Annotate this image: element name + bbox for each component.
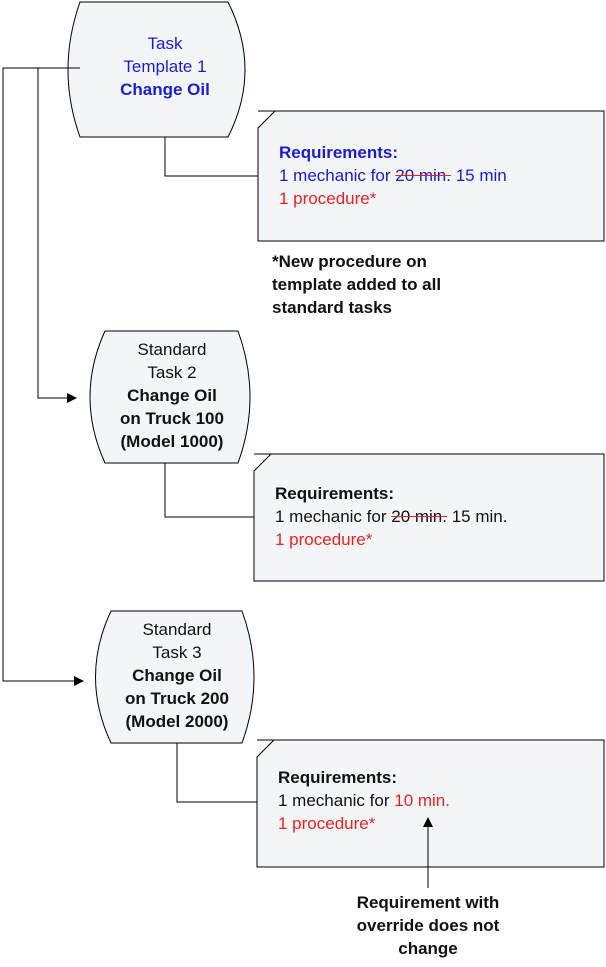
new-time: 15 min xyxy=(450,166,507,185)
note-line-1: *New procedure on xyxy=(272,252,427,271)
override-note: Requirement with override does not chang… xyxy=(334,891,522,960)
task3-line-3: Change Oil xyxy=(132,666,222,685)
requirements-3-heading: Requirements: xyxy=(278,768,398,787)
note-line-2: template added to all xyxy=(272,275,442,294)
standard-task-2: Standard Task 2 Change Oil on Truck 100 … xyxy=(92,338,252,453)
standard-task-2-shape xyxy=(89,330,251,464)
task3-line-4: on Truck 200 xyxy=(125,689,229,708)
new-time: 15 min. xyxy=(446,507,508,526)
requirements-1-heading: Requirements: xyxy=(279,143,399,162)
override-note-line-2: override does not xyxy=(356,916,500,935)
note-line-3: standard tasks xyxy=(272,298,392,317)
template-to-requirements-connector xyxy=(164,137,258,177)
override-note-line-3: change xyxy=(398,939,458,958)
requirements-2-procedure: 1 procedure* xyxy=(275,530,373,549)
task3-line-2: Task 3 xyxy=(152,643,202,662)
task2-line-1: Standard xyxy=(137,340,207,359)
requirements-box-2-shape xyxy=(253,453,605,582)
requirements-3-procedure: 1 procedure* xyxy=(278,814,376,833)
old-time: 20 min. xyxy=(395,166,451,185)
old-time: 20 min. xyxy=(391,507,447,526)
requirements-1: Requirements: 1 mechanic for 20 min. 15 … xyxy=(279,141,507,210)
requirements-2-mechanic: 1 mechanic for 20 min. 15 min. xyxy=(275,505,507,528)
new-procedure-note: *New procedure on template added to all … xyxy=(272,250,441,319)
override-note-line-1: Requirement with xyxy=(356,893,500,912)
task3-line-1: Standard xyxy=(142,620,212,639)
task3-line-5: (Model 2000) xyxy=(125,712,229,731)
mechanic-prefix: 1 mechanic for xyxy=(275,507,392,526)
template-to-task3-connector xyxy=(2,67,84,686)
requirements-3-mechanic: 1 mechanic for 10 min. xyxy=(278,789,450,812)
requirements-box-1-shape xyxy=(257,110,605,242)
requirements-3: Requirements: 1 mechanic for 10 min. 1 p… xyxy=(278,766,450,835)
requirements-1-procedure: 1 procedure* xyxy=(279,189,377,208)
mechanic-prefix: 1 mechanic for xyxy=(278,791,395,810)
task2-line-4: on Truck 100 xyxy=(120,409,224,428)
task2-line-3: Change Oil xyxy=(127,386,217,405)
task2-line-5: (Model 1000) xyxy=(120,432,224,451)
standard-task-3-shape xyxy=(95,610,255,744)
task2-to-requirements-connector xyxy=(164,463,254,518)
template-title-line-1: Task xyxy=(147,34,183,53)
standard-task-3: Standard Task 3 Change Oil on Truck 200 … xyxy=(97,618,257,733)
requirements-2-heading: Requirements: xyxy=(275,484,395,503)
template-title-line-2: Template 1 xyxy=(123,57,207,76)
task3-to-requirements-connector xyxy=(176,743,257,803)
mechanic-prefix: 1 mechanic for xyxy=(279,166,396,185)
requirements-1-mechanic: 1 mechanic for 20 min. 15 min xyxy=(279,164,507,187)
requirements-2: Requirements: 1 mechanic for 20 min. 15 … xyxy=(275,482,507,551)
template-name: Change Oil xyxy=(120,80,210,99)
override-time: 10 min. xyxy=(394,791,450,810)
requirements-box-3-shape xyxy=(256,739,605,868)
task-template-1: Task Template 1 Change Oil xyxy=(82,32,248,101)
task2-line-2: Task 2 xyxy=(147,363,197,382)
task-template-1-shape xyxy=(67,1,246,138)
